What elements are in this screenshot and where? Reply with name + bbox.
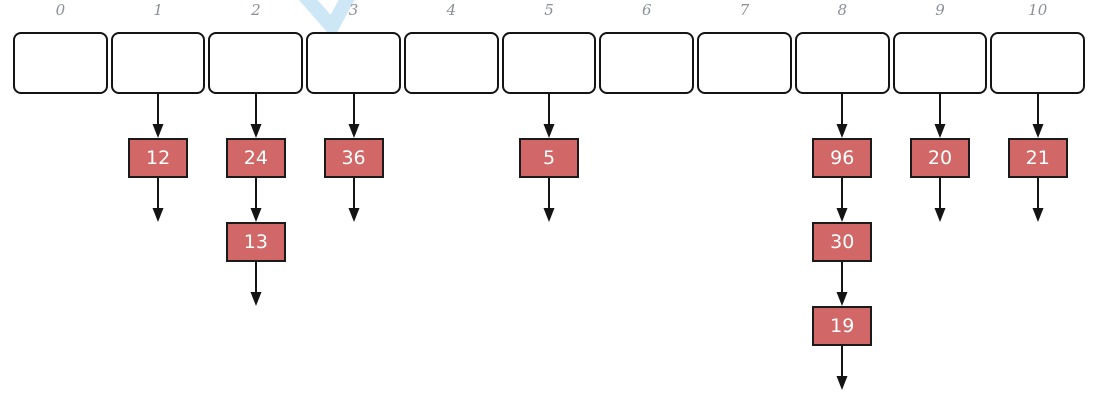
chain-node: 21 [1007,138,1068,178]
bucket-chain: 12 [128,94,189,222]
down-arrow-icon [1032,94,1044,138]
bucket-cell [306,32,401,94]
bucket-index-label: 4 [446,1,457,19]
down-arrow-icon [836,94,848,138]
chain-node: 5 [519,138,580,178]
down-arrow-icon [543,94,555,138]
null-terminator-arrow-icon [250,262,262,306]
bucket-index-label: 5 [544,1,554,19]
bucket-column: 2 24 13 [208,0,304,390]
null-terminator-arrow-icon [934,178,946,222]
bucket-index-label: 0 [55,1,66,19]
null-terminator-arrow-icon [1032,178,1044,222]
bucket-cell [13,32,108,94]
bucket-index-label: 2 [251,1,261,19]
down-arrow-icon [934,94,946,138]
bucket-column: 0 [13,0,108,390]
bucket-column: 6 [599,0,695,390]
down-arrow-icon [836,178,848,222]
chain-node: 20 [909,138,970,178]
bucket-index-label: 6 [642,1,652,19]
bucket-cell [892,32,988,94]
chain-node: 36 [323,138,384,178]
bucket-cell [208,32,304,94]
down-arrow-icon [250,178,262,222]
bucket-index-label: 7 [739,1,750,19]
bucket-cell [403,32,499,94]
bucket-index-label: 10 [1028,1,1048,19]
chain-node: 24 [225,138,286,178]
bucket-column: 9 20 [892,0,988,390]
down-arrow-icon [152,94,164,138]
null-terminator-arrow-icon [348,178,360,222]
bucket-chain: 20 [909,94,970,222]
bucket-cell [501,32,597,94]
chain-node: 30 [812,222,873,262]
bucket-column: 10 21 [990,0,1086,390]
bucket-cell [599,32,695,94]
bucket-column: 1 12 [110,0,206,390]
null-terminator-arrow-icon [152,178,164,222]
bucket-index-label: 1 [153,1,163,19]
chain-node: 96 [812,138,873,178]
bucket-cell [110,32,206,94]
bucket-column: 8 96 30 19 [794,0,890,390]
null-terminator-arrow-icon [836,346,848,390]
bucket-cell [990,32,1086,94]
bucket-chain: 96 30 19 [812,94,873,390]
bucket-chain: 24 13 [225,94,286,306]
bucket-cell [697,32,792,94]
bucket-cell [794,32,890,94]
bucket-column: 4 [403,0,499,390]
down-arrow-icon [836,262,848,306]
bucket-index-label: 9 [935,1,945,19]
bucket-column: 3 36 [306,0,401,390]
chain-node: 12 [128,138,189,178]
bucket-column: 7 [697,0,792,390]
bucket-chain: 5 [519,94,580,222]
chain-node: 19 [812,306,873,346]
down-arrow-icon [348,94,360,138]
bucket-index-label: 3 [348,1,359,19]
bucket-chain: 36 [323,94,384,222]
bucket-chain: 21 [1007,94,1068,222]
chain-node: 13 [225,222,286,262]
null-terminator-arrow-icon [543,178,555,222]
down-arrow-icon [250,94,262,138]
bucket-index-label: 8 [837,1,848,19]
